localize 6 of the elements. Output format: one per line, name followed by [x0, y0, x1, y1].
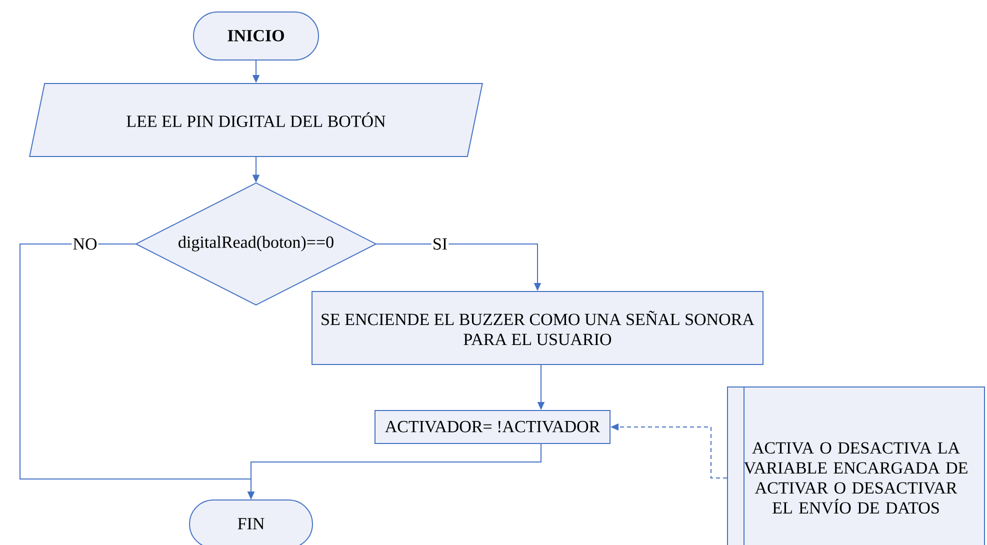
- input-parallelogram: LEE EL PIN DIGITAL DEL BOTÓN: [29, 83, 484, 157]
- process-box: ACTIVADOR= !ACTIVADOR: [374, 410, 610, 444]
- process-box: SE ENCIENDE EL BUZZER COMO UNA SEÑAL SONORA PARA EL USUARIO: [312, 290, 764, 365]
- annotation-box: ACTIVA O DESACTIVA LA VARIABLE ENCARGADA DE ACTIVAR O DESACTIVAR EL ENVÍO DE DATOS: [727, 386, 985, 545]
- edge-label: SI: [431, 237, 449, 251]
- edge-label: NO: [72, 237, 98, 251]
